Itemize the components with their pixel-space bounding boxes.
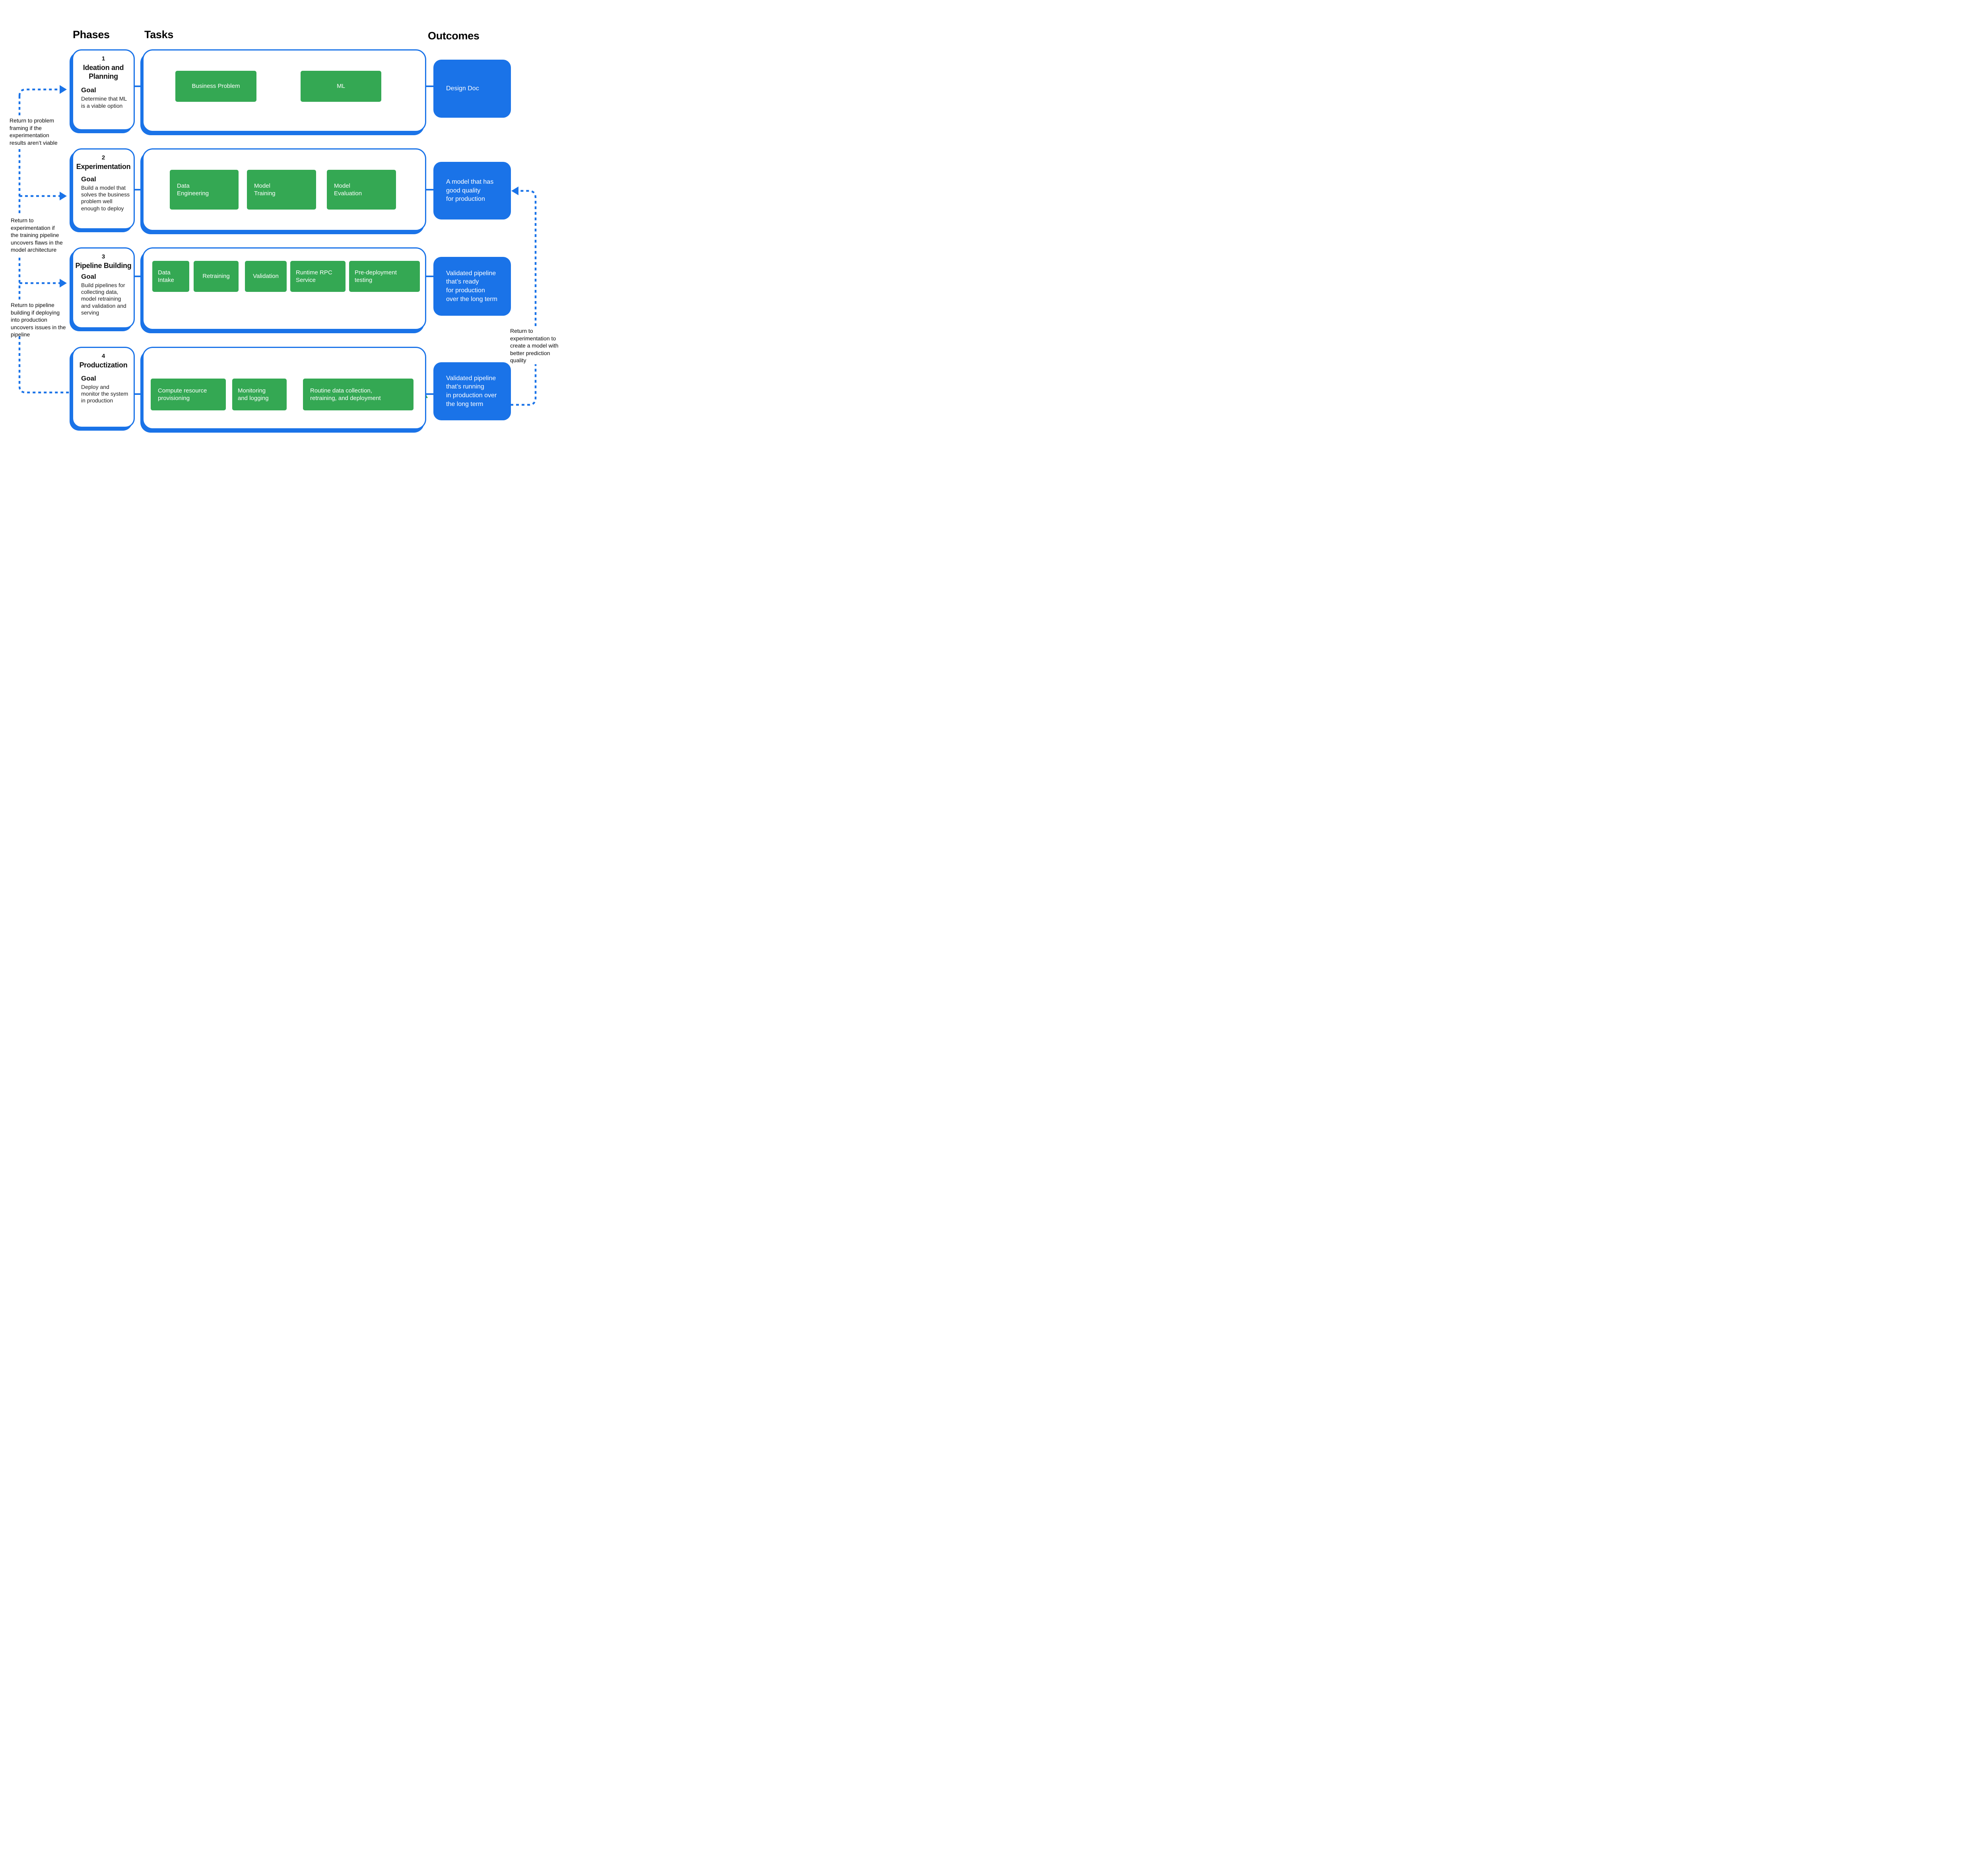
phase-number: 4 [101, 353, 105, 359]
task-box-runtime-rpc-service: Runtime RPC Service [290, 261, 346, 292]
task-box-data-engineering: Data Engineering [170, 170, 239, 210]
goal-label: Goal [81, 86, 96, 94]
goal-text: Build pipelines for collecting data, mod… [81, 282, 126, 316]
goal-text: Build a model that solves the business p… [81, 184, 130, 212]
annotation-return-to-experimentation-prediction: Return to experimentation to create a mo… [510, 328, 559, 364]
right-feedback-rail [511, 190, 537, 406]
phase-box-productization: 4 Productization Goal Deploy and monitor… [72, 347, 135, 428]
task-box-data-intake: Data Intake [152, 261, 189, 292]
outcome-box-pipeline-running: Validated pipeline that’s running in pro… [433, 362, 511, 420]
outcome-box-pipeline-ready: Validated pipeline that’s ready for prod… [433, 257, 511, 316]
outcome-box-design-doc: Design Doc [433, 60, 511, 118]
feedback-arrow-to-ideation [18, 88, 60, 96]
feedback-arrow-to-model-outcome [518, 190, 537, 326]
task-box-routine-data-collection: Routine data collection, retraining, and… [303, 379, 414, 410]
task-box-business-problem: Business Problem [175, 71, 256, 102]
phase-title: Ideation and Planning [83, 64, 124, 80]
phase-number: 2 [101, 154, 105, 161]
outcomes-column-header: Outcomes [428, 30, 480, 42]
task-box-model-evaluation: Model Evaluation [327, 170, 396, 210]
goal-label: Goal [81, 374, 96, 382]
mlops-phases-diagram: Phases Tasks Outcomes 1 Ideation and Pla… [0, 0, 564, 465]
phase-box-pipeline-building: 3 Pipeline Building Goal Build pipelines… [72, 247, 135, 328]
outcome-box-model-good-quality: A model that has good quality for produc… [433, 162, 511, 220]
phase-title: Pipeline Building [75, 262, 132, 270]
phase-box-ideation-planning: 1 Ideation and Planning Goal Determine t… [72, 49, 135, 130]
phase-title: Productization [79, 361, 128, 369]
goal-text: Deploy and monitor the system in product… [81, 383, 128, 404]
task-box-retraining: Retraining [194, 261, 239, 292]
annotation-return-to-experimentation: Return to experimentation if the trainin… [11, 217, 63, 253]
annotation-return-to-pipeline-building: Return to pipeline building if deploying… [11, 302, 66, 338]
tasks-column-header: Tasks [144, 29, 174, 41]
task-box-validation: Validation [245, 261, 287, 292]
task-box-model-training: Model Training [247, 170, 316, 210]
phase-number: 3 [101, 253, 105, 260]
goal-label: Goal [81, 272, 96, 280]
phase-title: Experimentation [76, 163, 131, 171]
task-box-compute-resource-provisioning: Compute resource provisioning [151, 379, 226, 410]
phases-column-header: Phases [73, 29, 110, 41]
task-box-ml: ML [301, 71, 381, 102]
annotation-return-to-problem-framing: Return to problem framing if the experim… [10, 117, 58, 146]
phase-box-experimentation: 2 Experimentation Goal Build a model tha… [72, 148, 135, 229]
phase-number: 1 [101, 55, 105, 62]
task-box-monitoring-and-logging: Monitoring and logging [232, 379, 287, 410]
task-box-pre-deployment-testing: Pre-deployment testing [349, 261, 420, 292]
goal-text: Determine that ML is a viable option [81, 95, 127, 109]
goal-label: Goal [81, 175, 96, 183]
